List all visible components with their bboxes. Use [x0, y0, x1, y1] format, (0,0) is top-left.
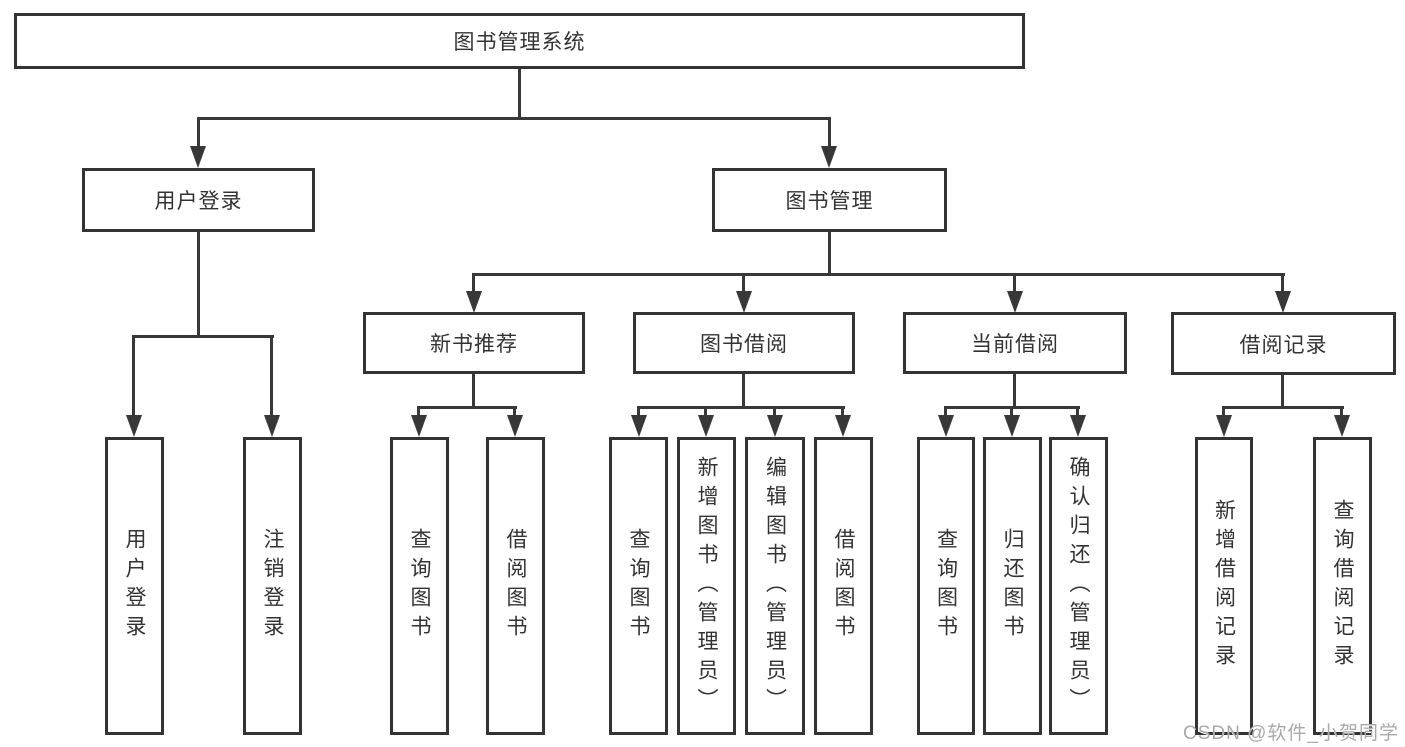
connector-drop-leaf — [1340, 406, 1343, 418]
leaf-confirm-return-admin-label: 确认归还（管理员） — [1067, 455, 1090, 717]
connector-drop-leaf — [637, 406, 640, 418]
arrowhead-down-icon — [1004, 415, 1020, 437]
leaf-user-login-label: 用户登录 — [123, 528, 146, 644]
connector-drop-leaf — [1222, 406, 1225, 418]
connector-drop-mid — [742, 273, 745, 293]
node-new-book-recommendation: 新书推荐 — [363, 312, 585, 374]
connector-login-stem — [197, 232, 200, 337]
connector-drop-leaf — [270, 335, 273, 417]
leaf-borrow-books-newbook: 借阅图书 — [486, 437, 545, 735]
arrowhead-down-icon — [411, 415, 427, 437]
leaf-logout-label: 注销登录 — [261, 528, 284, 644]
connector-login-hline — [132, 335, 274, 338]
connector-level2-hline — [472, 273, 1285, 276]
leaf-query-books-current-label: 查询图书 — [934, 528, 958, 644]
connector-drop-mid — [1281, 273, 1284, 293]
arrowhead-down-icon — [1334, 415, 1350, 437]
arrowhead-down-icon — [1070, 415, 1086, 437]
node-borrowing-records: 借阅记录 — [1171, 312, 1396, 375]
leaf-query-books-newbook-label: 查询图书 — [408, 528, 431, 644]
connector-drop-leaf — [1010, 406, 1013, 418]
arrowhead-down-icon — [698, 415, 714, 437]
node-current-borrowing: 当前借阅 — [903, 312, 1127, 374]
leaf-add-borrow-record-label: 新增借阅记录 — [1212, 499, 1236, 673]
leaf-add-borrow-record: 新增借阅记录 — [1195, 437, 1253, 735]
arrowhead-down-icon — [835, 415, 851, 437]
connector-group-stem — [472, 374, 475, 408]
leaf-add-book-admin: 新增图书（管理员） — [677, 437, 736, 735]
leaf-query-books-borrowing-label: 查询图书 — [627, 528, 650, 644]
leaf-query-books-current: 查询图书 — [917, 437, 975, 735]
arrowhead-down-icon — [938, 415, 954, 437]
arrowhead-down-icon — [1216, 415, 1232, 437]
node-user-login: 用户登录 — [82, 168, 315, 232]
arrowhead-down-icon — [1275, 291, 1291, 313]
node-book-borrowing: 图书借阅 — [633, 312, 855, 374]
leaf-add-book-admin-label: 新增图书（管理员） — [695, 455, 718, 717]
connector-drop-book-mgmt — [828, 117, 831, 148]
leaf-edit-book-admin: 编辑图书（管理员） — [745, 437, 805, 735]
leaf-query-borrow-record-label: 查询借阅记录 — [1331, 499, 1354, 673]
connector-drop-mid — [472, 273, 475, 293]
arrowhead-down-icon — [767, 415, 783, 437]
leaf-return-books: 归还图书 — [983, 437, 1042, 735]
leaf-query-books-borrowing: 查询图书 — [609, 437, 668, 735]
leaf-query-borrow-record: 查询借阅记录 — [1313, 437, 1372, 735]
connector-drop-leaf — [132, 335, 135, 417]
connector-group-stem — [1013, 374, 1016, 408]
arrowhead-down-icon — [1007, 291, 1023, 313]
connector-drop-mid — [1013, 273, 1016, 293]
connector-level1-hline — [197, 117, 831, 120]
connector-drop-leaf — [513, 406, 516, 418]
connector-group-hline — [637, 406, 845, 409]
leaf-logout: 注销登录 — [243, 437, 302, 735]
connector-drop-leaf — [704, 406, 707, 418]
arrowhead-down-icon — [264, 415, 280, 437]
arrowhead-down-icon — [190, 146, 206, 168]
leaf-query-books-newbook: 查询图书 — [390, 437, 449, 735]
connector-root-stem — [518, 69, 521, 119]
leaf-borrow-books-borrowing-label: 借阅图书 — [832, 528, 855, 644]
leaf-return-books-label: 归还图书 — [1001, 528, 1024, 644]
connector-group-hline — [1222, 406, 1344, 409]
connector-drop-leaf — [417, 406, 420, 418]
leaf-borrow-books-borrowing: 借阅图书 — [814, 437, 873, 735]
arrowhead-down-icon — [736, 291, 752, 313]
connector-group-stem — [742, 374, 745, 408]
arrowhead-down-icon — [466, 291, 482, 313]
connector-drop-leaf — [944, 406, 947, 418]
leaf-borrow-books-newbook-label: 借阅图书 — [504, 528, 527, 644]
leaf-edit-book-admin-label: 编辑图书（管理员） — [763, 455, 787, 717]
connector-group-stem — [1281, 374, 1284, 408]
arrowhead-down-icon — [507, 415, 523, 437]
connector-mgmt-stem — [828, 232, 831, 275]
node-root-library-system: 图书管理系统 — [14, 13, 1025, 69]
connector-drop-leaf — [841, 406, 844, 418]
connector-group-hline — [417, 406, 517, 409]
connector-drop-leaf — [773, 406, 776, 418]
leaf-confirm-return-admin: 确认归还（管理员） — [1049, 437, 1108, 735]
node-book-management: 图书管理 — [712, 168, 947, 232]
connector-drop-leaf — [1076, 406, 1079, 418]
csdn-watermark: CSDN @软件_小贺同学 — [1183, 723, 1399, 744]
arrowhead-down-icon — [126, 415, 142, 437]
arrowhead-down-icon — [631, 415, 647, 437]
leaf-user-login: 用户登录 — [105, 437, 164, 735]
arrowhead-down-icon — [821, 146, 837, 168]
connector-drop-user-login — [197, 117, 200, 148]
